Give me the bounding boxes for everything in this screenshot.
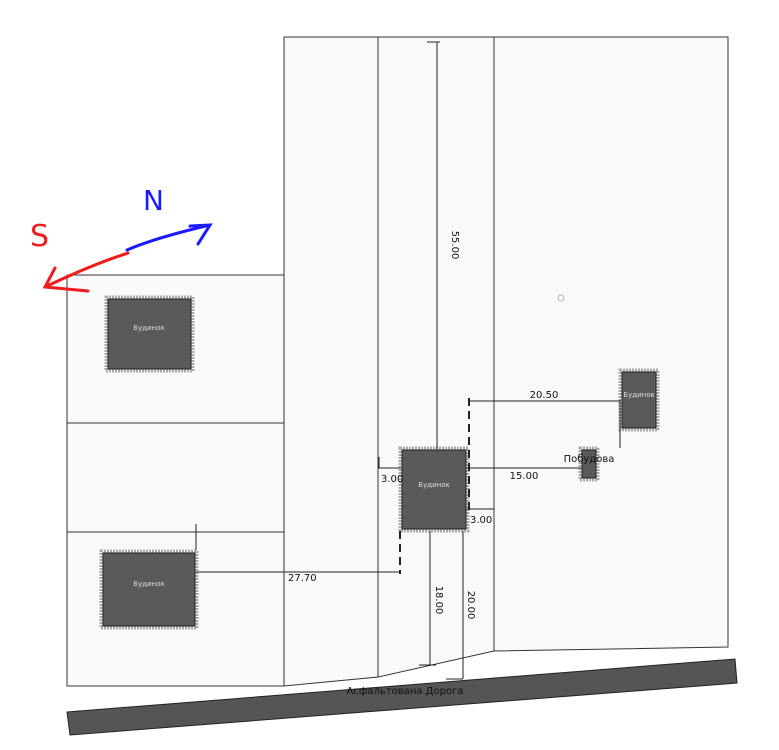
house-center: Будинок — [398, 446, 470, 533]
dimension-15: 15.00 — [467, 467, 581, 482]
dimension-3-left: 3.00 — [378, 457, 403, 485]
house-label: Будинок — [133, 324, 164, 332]
svg-text:55.00: 55.00 — [449, 231, 460, 260]
svg-text:3.00: 3.00 — [381, 474, 403, 485]
marker-icon — [557, 294, 565, 302]
dimension-20-50: 20.50 — [468, 390, 621, 510]
house-label: Будинок — [418, 481, 449, 489]
svg-text:20.50: 20.50 — [530, 390, 559, 401]
north-label: N — [143, 184, 164, 217]
compass: N S — [30, 184, 213, 293]
road-label: Асфальтована Дорога — [347, 686, 464, 697]
house-label: Будинок — [623, 391, 654, 399]
outbuilding: Побудова — [564, 446, 615, 482]
plot-center — [377, 36, 495, 678]
plot-left-middle — [66, 422, 285, 533]
svg-text:20.00: 20.00 — [465, 591, 476, 620]
dimension-3-right: 3.00 — [467, 508, 494, 526]
south-arrow-icon — [42, 251, 130, 293]
dimension-27-70: 27.70 — [195, 524, 401, 584]
house-left-top: Будинок — [104, 295, 195, 373]
house-label: Будинок — [133, 580, 164, 588]
road — [66, 658, 738, 736]
svg-text:15.00: 15.00 — [510, 471, 539, 482]
dimension-18: 18.00 — [419, 531, 444, 666]
north-arrow-icon — [125, 223, 213, 252]
plot-right — [493, 36, 729, 652]
house-right: Будинок — [618, 368, 660, 432]
dimension-20: 20.00 — [446, 531, 476, 680]
svg-text:18.00: 18.00 — [433, 586, 444, 615]
plot-center-left — [283, 36, 379, 687]
dimension-55: 55.00 — [427, 41, 460, 449]
svg-text:3.00: 3.00 — [470, 515, 492, 526]
outbuilding-label: Побудова — [564, 454, 615, 465]
house-left-bottom: Будинок — [99, 549, 199, 630]
svg-text:27.70: 27.70 — [288, 573, 317, 584]
south-label: S — [30, 219, 49, 254]
